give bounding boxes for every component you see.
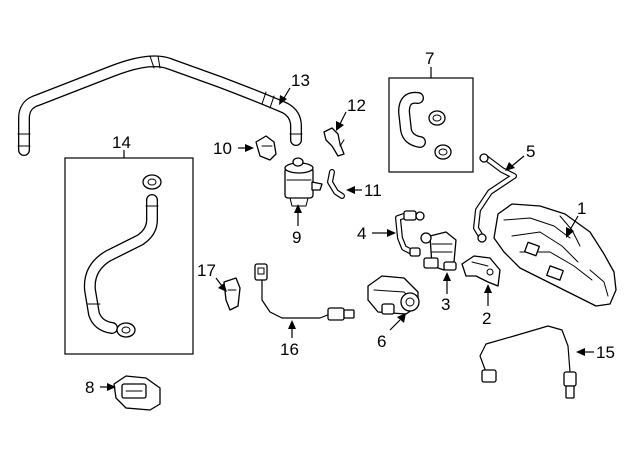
part-14-hose bbox=[83, 174, 162, 338]
callout-2: 2 bbox=[482, 309, 491, 328]
part-10-clip bbox=[255, 135, 277, 161]
part-11-hose bbox=[327, 169, 345, 199]
callout-13: 13 bbox=[291, 71, 310, 90]
part-2-bracket bbox=[461, 255, 501, 287]
part-6-purge-valve bbox=[367, 275, 420, 315]
callout-5: 5 bbox=[526, 142, 535, 161]
callout-12: 12 bbox=[347, 96, 366, 115]
part-15-oxygen-sensor bbox=[479, 325, 577, 399]
callout-15: 15 bbox=[596, 343, 615, 362]
part-14-kit-box bbox=[64, 157, 194, 355]
callout-14: 14 bbox=[112, 133, 131, 152]
part-9-pump bbox=[284, 157, 323, 207]
callout-16: 16 bbox=[280, 340, 299, 359]
leader-lines bbox=[100, 67, 594, 391]
callout-1: 1 bbox=[577, 199, 586, 218]
callout-8: 8 bbox=[85, 378, 94, 397]
callout-7: 7 bbox=[425, 49, 434, 68]
callout-10: 10 bbox=[213, 139, 232, 158]
callout-4: 4 bbox=[357, 224, 366, 243]
callout-6: 6 bbox=[377, 332, 386, 351]
part-7-hose bbox=[398, 91, 452, 160]
part-13-vent-hose bbox=[17, 55, 303, 156]
callout-9: 9 bbox=[292, 228, 301, 247]
callout-11: 11 bbox=[364, 181, 382, 200]
part-1-canister bbox=[493, 203, 617, 307]
part-16-oxygen-sensor bbox=[254, 263, 355, 321]
part-12-clip bbox=[323, 127, 345, 157]
part-8-bracket bbox=[113, 375, 161, 411]
callout-3: 3 bbox=[441, 295, 450, 314]
part-5-pipe bbox=[473, 153, 517, 243]
part-17-bracket bbox=[223, 277, 241, 311]
callout-17: 17 bbox=[197, 261, 216, 280]
part-3-valve bbox=[420, 231, 457, 271]
callout-labels: 1 2 3 4 5 6 7 8 9 10 11 12 13 14 15 16 1… bbox=[85, 49, 615, 397]
part-4-pipe bbox=[395, 210, 425, 257]
